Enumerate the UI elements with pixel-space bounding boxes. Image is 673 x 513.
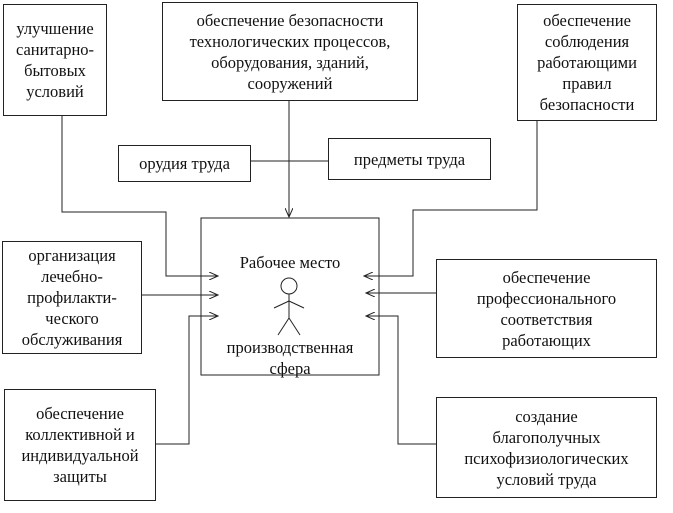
arrow-sanitary xyxy=(61,115,218,276)
arrow-safety-rules xyxy=(364,120,538,276)
box-sanitary: улучшение санитарно- бытовых условий xyxy=(3,4,107,116)
box-professional: обеспечение профессионального соответств… xyxy=(436,259,657,358)
box-psycho-label: создание благополучных психофизиологичес… xyxy=(464,406,629,489)
box-psycho: создание благополучных психофизиологичес… xyxy=(436,397,657,498)
box-safety-rules: обеспечение соблюдения работающими прави… xyxy=(517,4,657,121)
arrow-protection xyxy=(155,316,218,445)
workplace-sphere: производственная сфера xyxy=(226,338,354,378)
box-objects: предметы труда xyxy=(328,138,491,180)
box-professional-label: обеспечение профессионального соответств… xyxy=(476,267,617,350)
arrow-psycho xyxy=(366,316,437,445)
box-safety-rules-label: обеспечение соблюдения работающими прави… xyxy=(537,11,637,114)
box-tools-label: орудия труда xyxy=(139,154,230,173)
worker-figure-icon xyxy=(273,277,305,336)
workplace-title: Рабочее место xyxy=(239,253,341,272)
box-medical-label: организация лечебно- профилакти- ческого… xyxy=(21,246,123,349)
box-safety-processes: обеспечение безопасности технологических… xyxy=(162,2,418,101)
box-safety-processes-label: обеспечение безопасности технологических… xyxy=(189,10,391,93)
box-protection-label: обеспечение коллективной и индивидуально… xyxy=(21,404,139,486)
box-medical: организация лечебно- профилакти- ческого… xyxy=(2,241,142,354)
box-sanitary-label: улучшение санитарно- бытовых условий xyxy=(15,19,95,101)
workplace-box xyxy=(200,217,380,376)
box-tools: орудия труда xyxy=(118,145,251,182)
box-protection: обеспечение коллективной и индивидуально… xyxy=(4,389,156,501)
box-objects-label: предметы труда xyxy=(353,149,466,169)
